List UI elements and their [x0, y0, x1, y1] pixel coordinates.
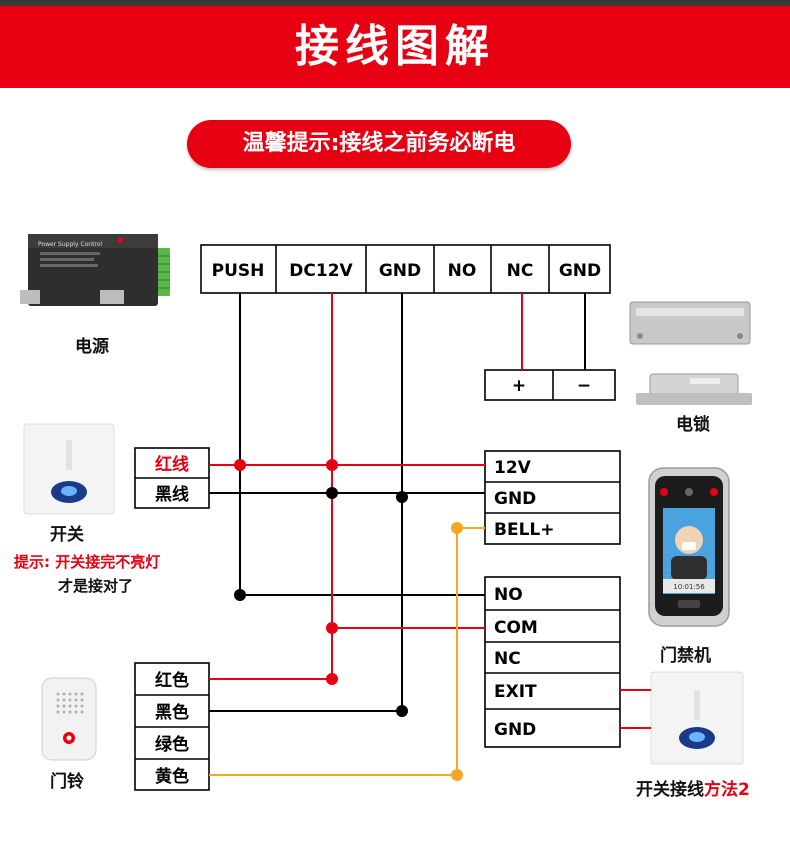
exit-switch-device [650, 671, 744, 765]
terminal-gnd-2: GND [559, 261, 601, 281]
junction-bell-yellow-top [451, 522, 463, 534]
terminal-dc12v: DC12V [289, 261, 353, 281]
terminal-gnd: GND [379, 261, 421, 281]
reader-terminal-no: NO [494, 585, 523, 605]
lock-label: 电锁 [676, 415, 710, 435]
reader-terminal-12v: 12V [494, 458, 532, 478]
switch-tip-prefix: 提示: 开关接完 [14, 553, 116, 571]
switch-label: 开关 [50, 525, 84, 545]
junction-com [326, 622, 338, 634]
power-supply-device: Power Supply Control [20, 234, 170, 306]
lock-plus: + [512, 376, 526, 396]
junction-bell-black [396, 705, 408, 717]
junction-push-no [234, 589, 246, 601]
switch-wire-box [134, 447, 210, 509]
reader-relay-terminal-box [484, 576, 621, 748]
junction-push-red [234, 459, 246, 471]
reader-terminal-gnd-2: GND [494, 720, 536, 740]
bell-label: 门铃 [50, 772, 84, 792]
page-title: 接线图解 [0, 6, 790, 88]
bell-wire-green: 绿色 [155, 734, 189, 755]
top-strip [0, 0, 790, 6]
junction-dc12v-black [326, 487, 338, 499]
reader-terminal-exit: EXIT [494, 682, 537, 702]
switch-tip-line2: 才是接对了 [58, 577, 134, 595]
switch-wire-red: 红线 [155, 454, 189, 475]
junction-dc12v-red [326, 459, 338, 471]
terminal-push: PUSH [212, 261, 265, 281]
reader-power-terminal-box [484, 450, 621, 545]
switch-wire-black: 黑线 [155, 484, 189, 505]
electric-lock-device [629, 301, 752, 405]
reader-terminal-com: COM [494, 618, 538, 638]
wire-bell-yellow [209, 527, 485, 776]
junction-bell-red [326, 673, 338, 685]
reader-terminal-nc: NC [494, 649, 521, 669]
doorbell-wire-box [134, 662, 210, 791]
junction-gnd-black [396, 491, 408, 503]
bell-wire-red: 红色 [155, 670, 189, 691]
reader-terminal-gnd: GND [494, 489, 536, 509]
junction-dots [234, 459, 463, 781]
access-reader-device: 10:01:56 [648, 467, 730, 627]
lock-minus: − [577, 376, 591, 396]
junction-bell-yellow [451, 769, 463, 781]
header-terminal-strip [200, 244, 611, 294]
terminal-no: NO [448, 261, 477, 281]
warning-badge: 温馨提示:接线之前务必断电 [187, 120, 571, 168]
switch2-label-red: 方法2 [704, 780, 750, 800]
switch-tip-red: 不亮灯 [115, 553, 161, 571]
doorbell-device [41, 677, 97, 761]
power-supply-title: Power Supply Control [38, 241, 102, 248]
reader-screen-time: 10:01:56 [673, 583, 705, 591]
switch-tip-line1: 提示: 开关接完不亮灯 [14, 551, 160, 572]
reader-label: 门禁机 [660, 646, 711, 666]
switch-device [23, 423, 115, 515]
switch2-label-prefix: 开关接线 [636, 780, 704, 800]
bell-wire-black: 黑色 [155, 702, 189, 723]
switch2-label: 开关接线方法2 [636, 775, 750, 800]
bell-wire-yellow: 黄色 [155, 766, 189, 787]
lock-terminal-box [484, 369, 616, 401]
power-supply-label: 电源 [75, 337, 109, 357]
reader-terminal-bell: BELL+ [494, 520, 554, 540]
terminal-nc: NC [507, 261, 534, 281]
